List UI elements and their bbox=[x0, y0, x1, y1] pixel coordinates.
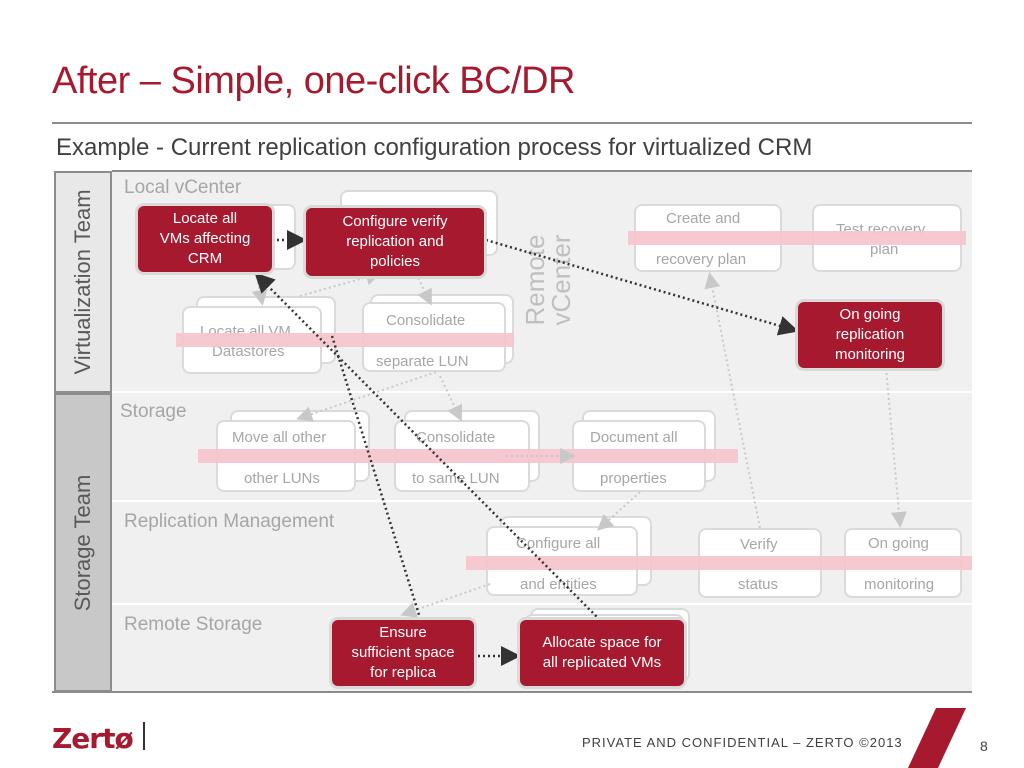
lane-divider bbox=[112, 170, 972, 172]
strike-bar bbox=[628, 231, 966, 245]
ghost-text: recovery plan bbox=[656, 251, 747, 268]
ghost-text: status bbox=[738, 576, 779, 593]
ghost-text: Configure all bbox=[516, 535, 601, 552]
ghost-text: On going bbox=[868, 535, 929, 552]
virtualization-team-column: Virtualization Team bbox=[54, 171, 112, 393]
ghost-text: Verify bbox=[740, 536, 778, 553]
step-ensure-sufficient-space: Ensure sufficient space for replica bbox=[332, 620, 474, 686]
strike-bar bbox=[176, 333, 514, 347]
ghost-text: other LUNs bbox=[244, 470, 320, 487]
ghost-text: Datastores bbox=[212, 343, 285, 360]
strike-bar bbox=[466, 556, 972, 570]
ghost-text: properties bbox=[600, 470, 667, 487]
step-ongoing-replication-monitoring: On going replication monitoring bbox=[798, 302, 942, 368]
lane-label-storage: Storage bbox=[120, 401, 187, 422]
step-configure-verify-replication: Configure verify replication and policie… bbox=[306, 208, 484, 276]
ghost-text: Consolidate bbox=[416, 429, 496, 446]
lane-divider bbox=[52, 691, 972, 693]
ghost-text: separate LUN bbox=[376, 353, 469, 370]
slide-title: After – Simple, one-click BC/DR bbox=[52, 60, 576, 102]
confidentiality-notice: PRIVATE AND CONFIDENTIAL – ZERTO ©2013 bbox=[582, 735, 903, 750]
ghost-text: Move all other bbox=[232, 429, 327, 446]
ghost-text: to same LUN bbox=[412, 470, 500, 487]
lane-divider bbox=[112, 500, 972, 502]
ghost-text: Create and bbox=[666, 210, 741, 227]
strike-bar bbox=[198, 449, 738, 463]
ghost-text: monitoring bbox=[864, 576, 935, 593]
ghost-text: plan bbox=[870, 241, 899, 258]
lane-label-replication-management: Replication Management bbox=[124, 511, 335, 532]
slide-subtitle: Example - Current replication configurat… bbox=[56, 134, 813, 161]
zerto-logo: Zertø bbox=[52, 722, 134, 755]
step-locate-vms: Locate all VMs affecting CRM bbox=[138, 206, 272, 272]
ghost-text: Document all bbox=[590, 429, 678, 446]
storage-team-column: Storage Team bbox=[54, 393, 112, 692]
lane-label-remote-storage: Remote Storage bbox=[124, 614, 263, 635]
ghost-text: and entities bbox=[520, 576, 597, 593]
brand-slash-icon bbox=[908, 708, 966, 768]
title-divider bbox=[52, 122, 972, 124]
lane-label-local-vcenter: Local vCenter bbox=[124, 177, 242, 198]
active-arrows bbox=[254, 230, 799, 666]
ghost-text: Consolidate bbox=[386, 312, 466, 329]
lane-divider bbox=[112, 603, 972, 605]
lane-divider bbox=[112, 391, 972, 393]
step-allocate-space: Allocate space for all replicated VMs bbox=[520, 620, 684, 686]
logo-separator bbox=[143, 722, 145, 750]
page-number: 8 bbox=[980, 738, 988, 754]
